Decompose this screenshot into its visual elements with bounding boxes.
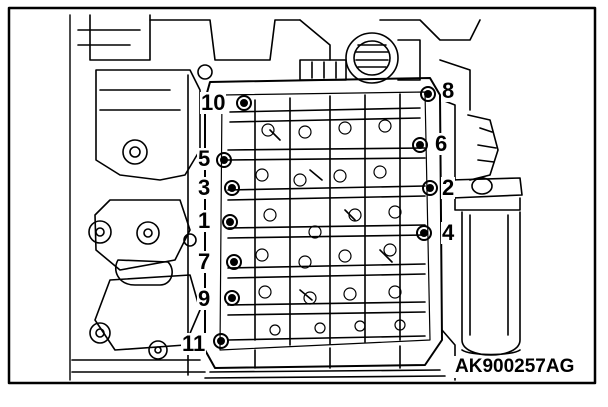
callout-8: 8 [441, 78, 456, 103]
callout-4: 4 [441, 220, 456, 245]
callout-3: 3 [197, 175, 212, 200]
callout-6: 6 [434, 131, 449, 156]
callout-10: 10 [200, 90, 227, 115]
figure-border [7, 6, 597, 385]
callout-7: 7 [197, 249, 212, 274]
callout-5: 5 [197, 146, 212, 171]
figure-code: AK900257AG [452, 356, 578, 378]
callout-1: 1 [197, 208, 212, 233]
callout-9: 9 [197, 286, 212, 311]
callout-11: 11 [181, 331, 207, 356]
callout-2: 2 [441, 175, 456, 200]
